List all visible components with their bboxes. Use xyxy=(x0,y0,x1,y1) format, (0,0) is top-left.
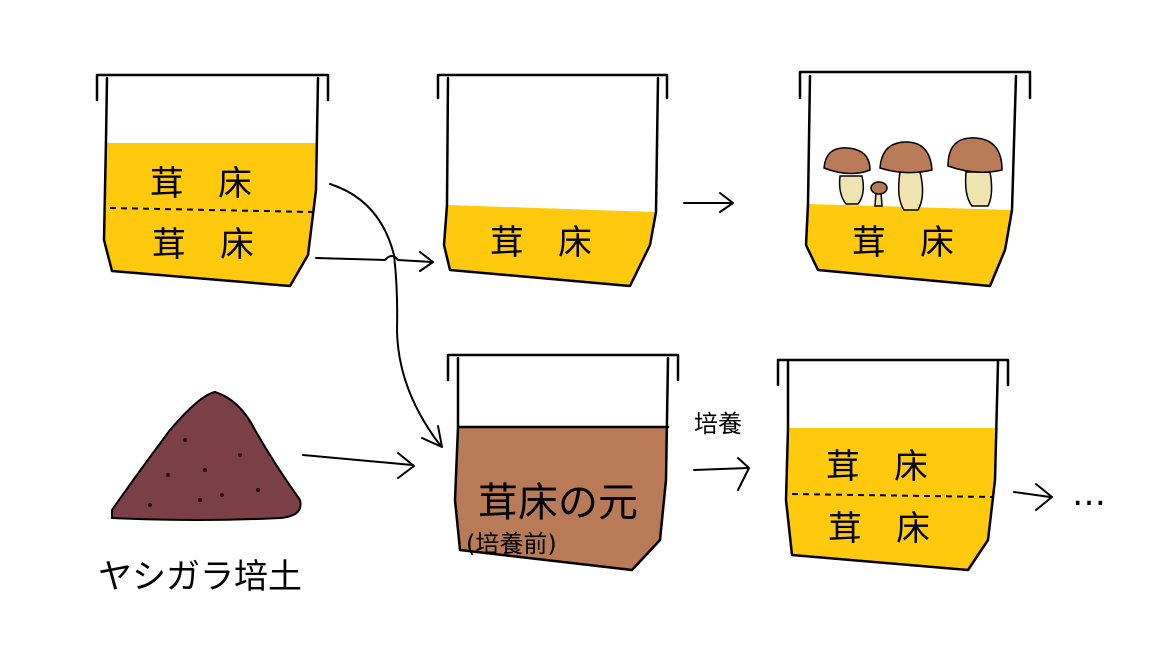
arrow-c1-to-c4 xyxy=(329,183,443,448)
container-5-label-bottom: 茸 床 xyxy=(828,509,930,549)
container-1-label-bottom: 茸 床 xyxy=(152,225,254,265)
container-5-label-top: 茸 床 xyxy=(826,447,928,487)
container-2: 茸 床 xyxy=(436,73,669,288)
container-3-label: 茸 床 xyxy=(852,223,954,263)
container-5-outline xyxy=(776,358,1010,572)
container-4-outline xyxy=(446,353,680,572)
container-1-label-top: 茸 床 xyxy=(150,164,252,204)
arrow-c4-to-c5: 培養 xyxy=(693,410,750,491)
mushroom-2-small xyxy=(870,181,888,207)
mushroom-1 xyxy=(823,147,871,205)
container-1-outline xyxy=(95,73,330,288)
arrow-c5-continue: … xyxy=(1013,474,1106,514)
container-2-label: 茸 床 xyxy=(490,223,592,263)
mushroom-4 xyxy=(947,137,1003,207)
container-5: 茸 床 茸 床 xyxy=(776,358,1010,572)
mushroom-3 xyxy=(879,141,933,211)
container-2-outline xyxy=(436,73,669,288)
container-4-sublabel: (培養前) xyxy=(466,530,557,558)
container-4-label: 茸床の元 xyxy=(478,480,638,526)
cultivation-label: 培養 xyxy=(694,410,742,438)
container-4: 茸床の元 (培養前) xyxy=(446,353,680,572)
arrow-c2-to-c3 xyxy=(683,192,734,213)
container-4-fill xyxy=(455,427,668,570)
arrow-soil-to-c4 xyxy=(302,452,415,479)
coir-soil-pile: ヤシガラ培土 xyxy=(98,390,302,597)
container-2-fill xyxy=(444,205,656,286)
container-5-fill xyxy=(786,428,998,570)
container-1-fill xyxy=(104,143,318,286)
arrow-c1-to-c2 xyxy=(315,251,434,272)
container-1: 茸 床 茸 床 xyxy=(95,73,330,288)
continuation-ellipsis: … xyxy=(1072,474,1106,514)
container-5-divider xyxy=(791,493,995,498)
coir-soil-label: ヤシガラ培土 xyxy=(98,557,302,597)
container-1-divider xyxy=(109,207,313,213)
container-3-fill xyxy=(806,204,1012,286)
container-3-outline xyxy=(798,70,1032,288)
container-3: 茸 床 xyxy=(798,70,1032,288)
